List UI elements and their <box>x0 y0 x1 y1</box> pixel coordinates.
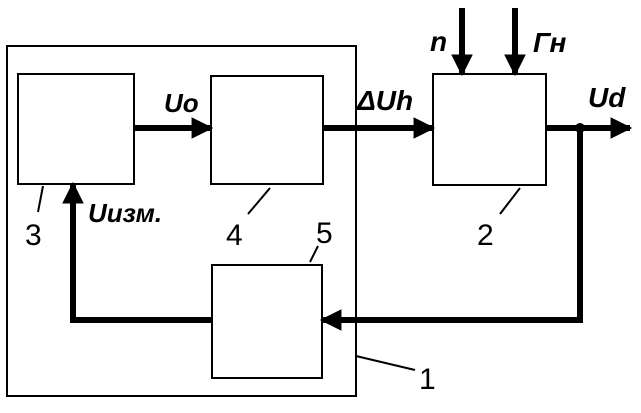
leader-4 <box>247 187 271 215</box>
leader-5 <box>309 245 319 263</box>
u-izm-arrow <box>62 181 212 323</box>
label-u-izm: Uизм. <box>88 198 162 228</box>
feedback-to-block-5 <box>319 128 583 331</box>
system-enclosure <box>6 45 357 397</box>
label-block-1: 1 <box>419 363 436 396</box>
leader-1 <box>355 355 416 371</box>
label-block-3: 3 <box>25 219 42 252</box>
leader-3 <box>37 185 44 213</box>
leader-2 <box>499 187 521 215</box>
label-delta-uh: ΔUh <box>356 85 413 116</box>
block-4 <box>210 75 324 185</box>
block-2 <box>432 73 547 186</box>
label-n: n <box>430 26 447 57</box>
label-u0: Uo <box>164 88 199 118</box>
block-3 <box>17 73 135 185</box>
label-block-2: 2 <box>477 219 494 252</box>
label-block-4: 4 <box>226 219 243 252</box>
label-block-5: 5 <box>316 217 333 250</box>
block-5 <box>211 264 323 379</box>
label-ud: Ud <box>588 82 626 113</box>
label-gn: Гн <box>533 27 566 58</box>
